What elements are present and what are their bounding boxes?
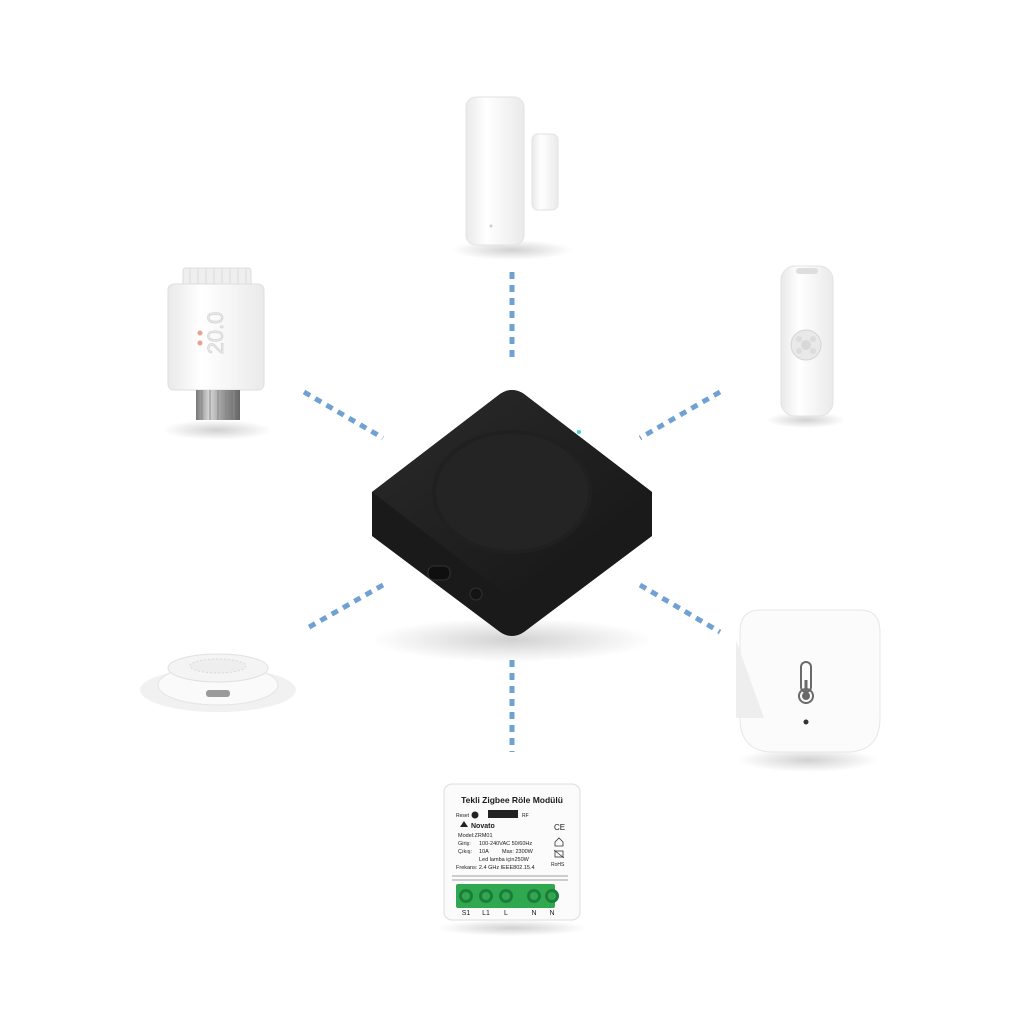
temperature-humidity-sensor: [736, 609, 881, 772]
relay-rf-label: RF: [522, 813, 529, 819]
relay-module: Tekli Zigbee Röle Modülü Reset RF Novato…: [437, 783, 587, 936]
terminal-label-n2: N: [549, 910, 554, 917]
relay-led-line: Led lamba için250W: [479, 857, 530, 863]
hub-led-icon: [577, 430, 581, 434]
terminal-label-l: L: [504, 910, 508, 917]
relay-terminal-block: [456, 884, 559, 908]
motion-sensor: [766, 265, 846, 428]
relay-frequency: Frekans: 2.4 GHz IEEE802.15.4: [456, 865, 535, 871]
connector-top-right: [638, 389, 722, 441]
relay-input-label: Giriş:: [458, 841, 471, 847]
relay-output-value: 10A: [479, 849, 489, 855]
siren-port-icon: [206, 690, 230, 697]
relay-cert-icons: [553, 837, 565, 859]
zigbee-hub: [372, 390, 652, 662]
terminal-label-l1: L1: [482, 910, 490, 917]
relay-output-max: Max: 2300W: [502, 849, 534, 855]
radiator-thermostat: 20.0: [162, 267, 272, 440]
relay-ce-mark: CE: [554, 823, 565, 832]
connector-top-left: [302, 389, 385, 441]
terminal-label-n1: N: [531, 910, 536, 917]
door-window-sensor: [452, 96, 572, 260]
connector-bottom-left: [302, 582, 385, 633]
relay-output-label: Çıkış:: [458, 849, 473, 855]
connection-lines: [302, 272, 722, 752]
relay-input-value: 100-240VAC 50/60Hz: [479, 841, 532, 847]
connector-bottom-right: [638, 582, 722, 635]
relay-reset-label: Reset: [456, 813, 470, 819]
usb-port-icon: [427, 565, 451, 581]
relay-rohs-mark: RoHS: [551, 862, 565, 868]
relay-model: Model:ZRM01: [458, 833, 493, 839]
relay-title: Tekli Zigbee Röle Modülü: [461, 795, 563, 805]
terminal-label-s1: S1: [462, 910, 471, 917]
thermostat-display: 20.0: [203, 312, 228, 355]
relay-brand: Novato: [471, 823, 495, 830]
reset-button-icon: [469, 587, 483, 601]
siren: [140, 653, 296, 712]
